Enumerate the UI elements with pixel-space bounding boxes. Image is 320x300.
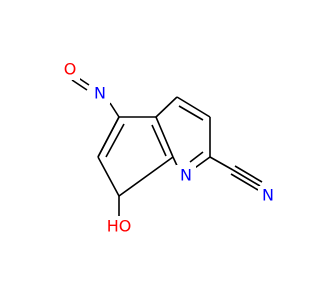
atom-label-n-nitroso: N xyxy=(94,84,106,103)
bond-c2-cn xyxy=(209,156,234,171)
atom-label-n-nitrile: N xyxy=(262,186,274,205)
bond-cn-triple-b xyxy=(234,165,263,183)
bond-c4a-c8a xyxy=(155,116,174,158)
label-bg-o-nitroso xyxy=(60,60,80,80)
label-bg-oh xyxy=(101,216,137,238)
bond-c8a-c8 xyxy=(118,156,174,197)
bond-c4a-c8a-inner xyxy=(151,124,167,157)
atom-label-n-ring: N xyxy=(180,166,192,185)
atom-label-hydroxyl: HO xyxy=(107,217,132,236)
label-bg-n-ring xyxy=(176,165,196,185)
atom-labels: O N N N HO xyxy=(60,60,278,238)
bond-c4-c3-inner xyxy=(178,105,204,121)
molecule-structure: O N N N HO xyxy=(60,59,278,238)
bond-cn-triple-c xyxy=(230,173,259,191)
bonds xyxy=(71,74,263,218)
bond-cn-triple-a xyxy=(232,169,261,187)
bond-c5-c6 xyxy=(97,116,120,158)
bond-c7-c6-inner xyxy=(105,123,125,158)
bond-c4-c3 xyxy=(176,96,211,118)
label-bg-n-nitrile xyxy=(258,186,278,206)
label-bg-n-nitroso xyxy=(90,84,110,104)
atom-label-o-nitroso: O xyxy=(64,60,77,79)
bond-c2-n1-inner xyxy=(189,151,204,163)
bond-n-nitroso-c5 xyxy=(109,102,120,118)
bond-c4a-c4 xyxy=(155,96,178,118)
bond-c8-c7 xyxy=(97,156,120,197)
bond-o-n-nitroso-b xyxy=(71,79,88,91)
